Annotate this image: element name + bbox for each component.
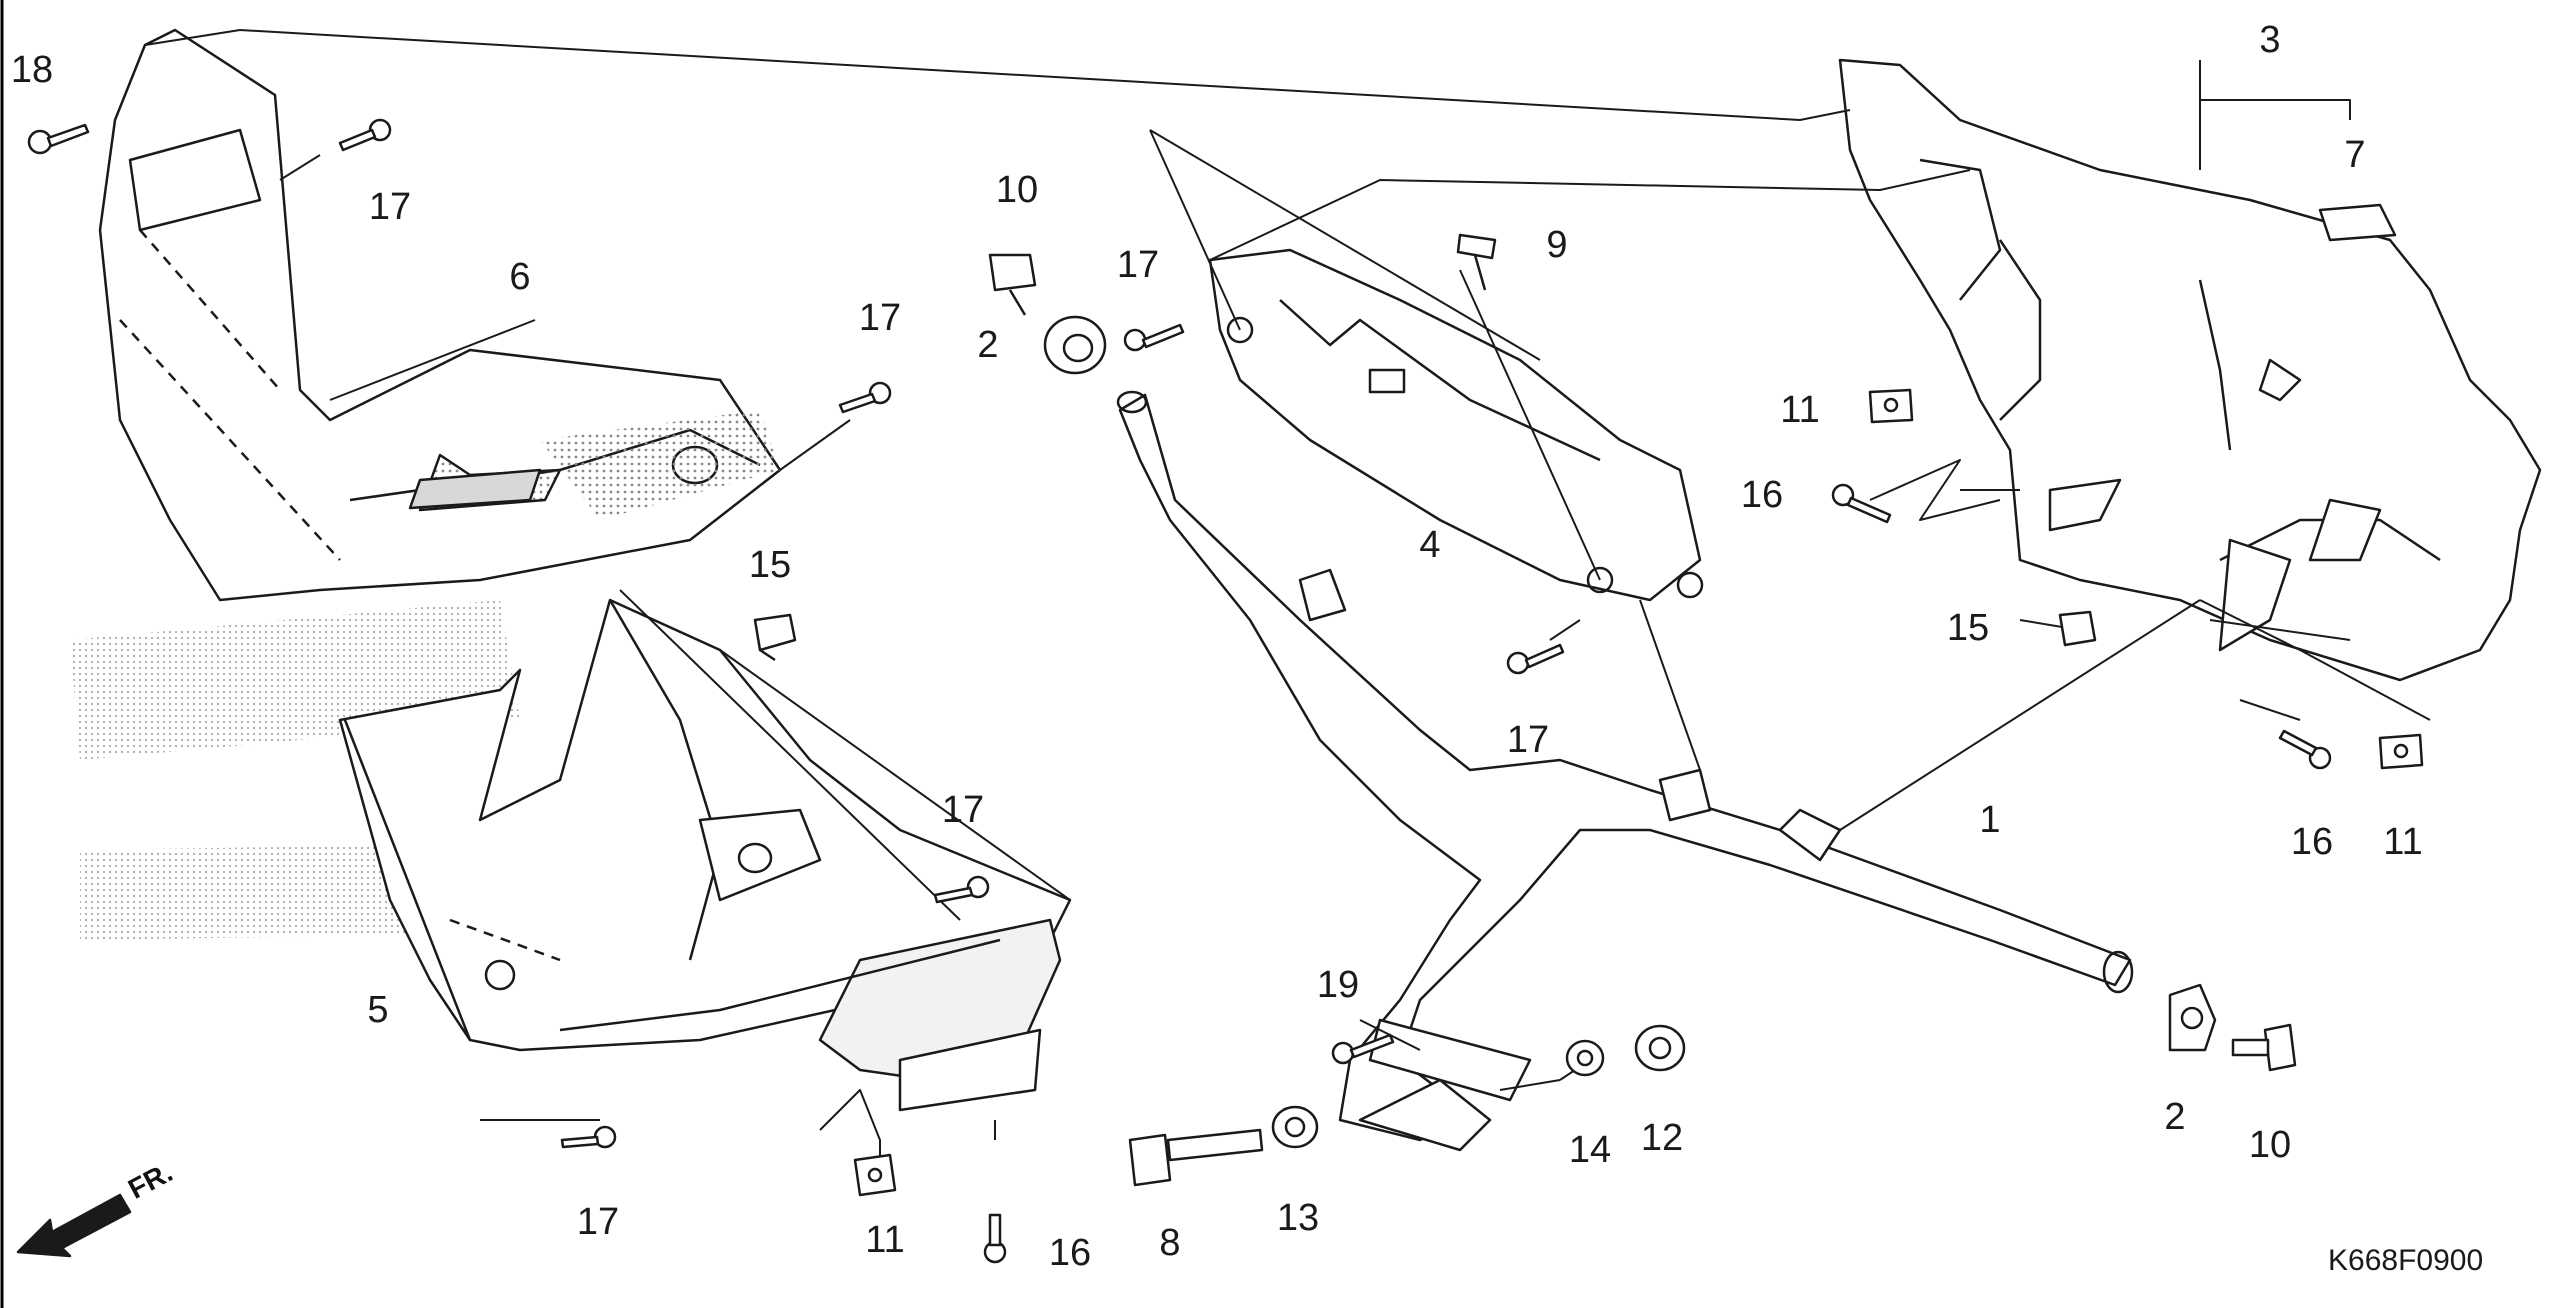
lower-front-cover-part-5 — [338, 598, 1072, 1112]
callout-17: 17 — [1506, 719, 1550, 761]
callout-18: 18 — [10, 49, 54, 91]
diagram-code: K668F0900 — [2328, 1244, 2484, 1277]
callout-11: 11 — [865, 1219, 905, 1261]
bolt-8 — [1128, 1128, 1264, 1187]
front-direction-arrow-icon — [16, 1193, 132, 1258]
callout-6: 6 — [509, 256, 531, 298]
nut-11-right — [2378, 733, 2424, 770]
callout-14: 14 — [1568, 1129, 1612, 1171]
callout-17: 17 — [368, 186, 412, 228]
callout-10: 10 — [2248, 1124, 2292, 1166]
callout-16: 16 — [2290, 821, 2334, 863]
clip-15-right — [2058, 610, 2097, 647]
screw-18 — [27, 123, 90, 155]
leader-lines — [144, 29, 2431, 1160]
upper-front-cover-part-6 — [98, 28, 782, 602]
callout-11: 11 — [1780, 389, 1820, 431]
screw-16-bottom — [983, 1213, 1007, 1264]
callout-4: 4 — [1419, 524, 1441, 566]
callout-15: 15 — [748, 544, 792, 586]
screw-16-top — [1831, 483, 1892, 524]
bolt-9 — [1456, 233, 1497, 291]
bolt-10-top — [988, 253, 1037, 316]
callout-8: 8 — [1159, 1222, 1181, 1264]
washer-14 — [1565, 1039, 1605, 1077]
screw-17-grommet — [1123, 323, 1185, 352]
emblem-part-7 — [2318, 203, 2397, 242]
callout-17: 17 — [576, 1201, 620, 1243]
screw-17-bottom — [560, 1125, 617, 1149]
callout-19: 19 — [1316, 964, 1360, 1006]
screw-19 — [1331, 1033, 1395, 1065]
callout-2: 2 — [2164, 1096, 2186, 1138]
callout-10: 10 — [995, 169, 1039, 211]
callout-2: 2 — [977, 324, 999, 366]
clip-15-left — [753, 613, 797, 662]
callout-17: 17 — [1116, 244, 1160, 286]
callout-12: 12 — [1640, 1117, 1684, 1159]
callout-16: 16 — [1740, 474, 1784, 516]
handlebar-part-1 — [1116, 390, 2134, 1152]
callout-9: 9 — [1546, 224, 1568, 266]
callout-16: 16 — [1048, 1232, 1092, 1274]
screw-17-lower-cover — [933, 875, 990, 904]
callout-17: 17 — [941, 789, 985, 831]
grommet-2-right — [2168, 983, 2217, 1052]
screw-16-right — [2278, 729, 2332, 770]
callout-7: 7 — [2344, 134, 2366, 176]
screw-17-upper-cover — [838, 381, 892, 414]
washer-13 — [1271, 1105, 1319, 1149]
rear-handlebar-cover-part-3 — [1838, 58, 2542, 682]
callout-15: 15 — [1946, 607, 1990, 649]
screw-17-top — [338, 118, 392, 152]
callout-1: 1 — [1979, 799, 2001, 841]
callout-13: 13 — [1276, 1197, 1320, 1239]
fasteners — [27, 118, 2424, 1264]
callout-17: 17 — [858, 297, 902, 339]
nut-12 — [1634, 1024, 1686, 1072]
callout-5: 5 — [367, 989, 389, 1031]
grommet-2-top — [1043, 315, 1107, 375]
nut-11-top — [1868, 388, 1914, 424]
screw-17-center — [1506, 643, 1565, 675]
callout-3: 3 — [2259, 19, 2281, 61]
center-cover-part-4 — [1208, 248, 1704, 602]
callout-11: 11 — [2383, 821, 2423, 863]
bolt-10-right — [2231, 1023, 2297, 1072]
nut-11-bottom — [853, 1153, 897, 1197]
